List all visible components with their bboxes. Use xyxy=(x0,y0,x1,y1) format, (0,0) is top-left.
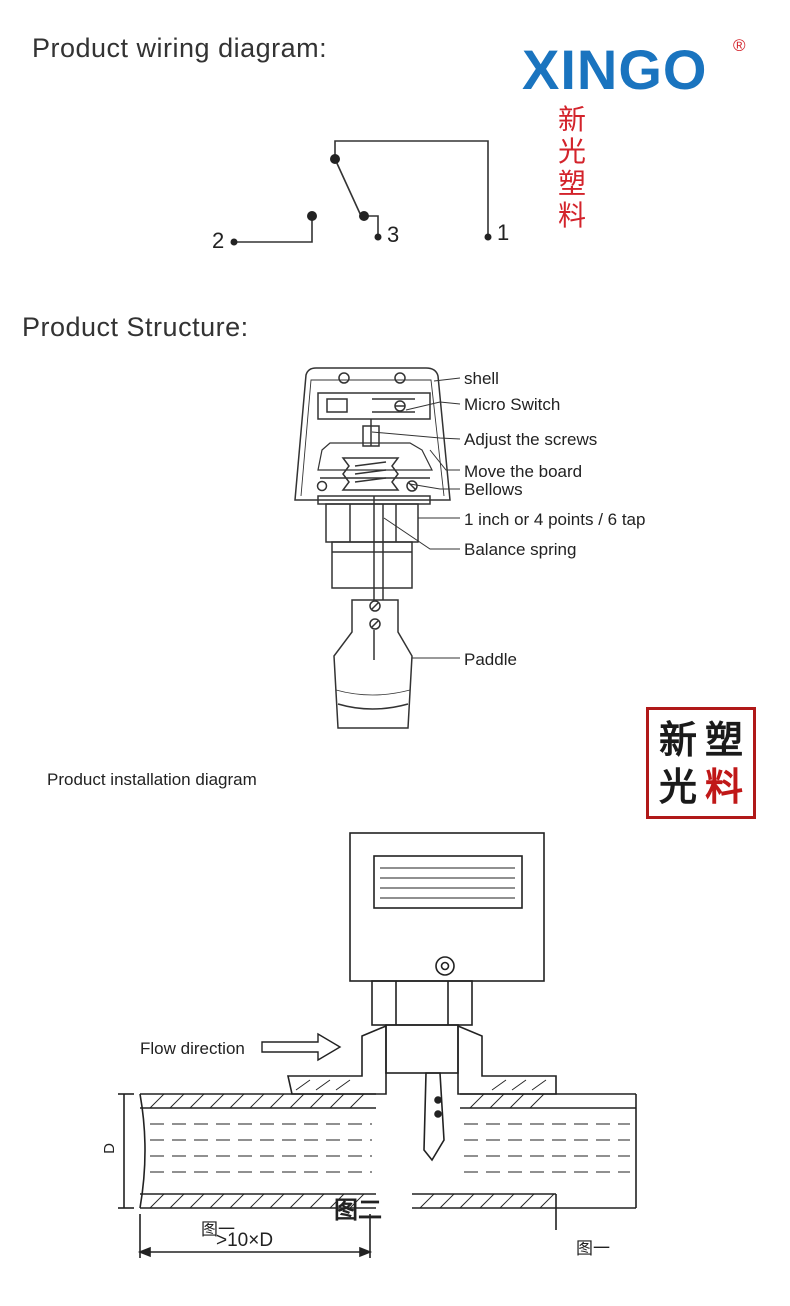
label-tap-size: 1 inch or 4 points / 6 tap xyxy=(464,510,646,529)
figure-2-label: 图二 xyxy=(334,1196,382,1224)
label-micro-switch: Micro Switch xyxy=(464,395,561,414)
seal-char-2: 塑 xyxy=(704,716,743,762)
label-adjust-screws: Adjust the screws xyxy=(464,430,598,449)
registered-mark: ® xyxy=(733,36,746,55)
structure-title: Product Structure: xyxy=(22,312,249,342)
terminal-2-dot xyxy=(230,238,238,246)
contact-common xyxy=(330,154,340,164)
tee-left-shape xyxy=(287,1024,387,1095)
flow-direction-label: Flow direction xyxy=(140,1039,245,1058)
wiring-diagram xyxy=(235,140,489,243)
nameplate-shape xyxy=(373,855,523,909)
wire-terminal-1 xyxy=(334,140,489,236)
wiring-diagram-title: Product wiring diagram: xyxy=(32,33,328,63)
micro-switch-shape xyxy=(317,392,431,420)
label-balance-spring: Balance spring xyxy=(464,540,577,559)
label-move-board: Move the board xyxy=(464,462,583,481)
contact-nc xyxy=(307,211,317,221)
hex-nut-shape xyxy=(371,980,473,1026)
contact-no xyxy=(359,211,369,221)
structure-leaders xyxy=(371,377,461,659)
installation-drawing xyxy=(118,832,637,1258)
figure-1-right-label: 图一 xyxy=(576,1239,610,1258)
tee-right-shape xyxy=(457,1024,557,1095)
terminal-1-label: 1 xyxy=(497,220,510,245)
logo-chinese-name: 新光塑料 xyxy=(558,103,599,232)
wire-terminal-2 xyxy=(235,216,313,243)
wiring-contacts xyxy=(230,154,492,246)
installation-title: Product installation diagram xyxy=(47,770,257,789)
seal-char-4: 料 xyxy=(704,763,743,809)
terminal-2-label: 2 xyxy=(212,228,225,253)
terminal-1-dot xyxy=(484,233,492,241)
hex-fitting-shape xyxy=(325,503,419,543)
company-seal: 新 塑 光 料 xyxy=(646,707,756,819)
distance-label: >10×D xyxy=(216,1230,274,1251)
label-bellows: Bellows xyxy=(464,480,523,499)
seal-char-1: 新 xyxy=(658,716,697,762)
flow-arrow-shape xyxy=(261,1032,342,1062)
paddle-shape xyxy=(333,599,413,729)
label-shell: shell xyxy=(464,369,499,388)
logo-wordmark: XINGO xyxy=(522,38,708,101)
switch-blade xyxy=(334,158,363,219)
label-paddle: Paddle xyxy=(464,650,517,669)
figure-1-left-label: 图一 xyxy=(201,1220,235,1239)
bellows-shape xyxy=(341,457,400,491)
structure-drawing xyxy=(294,367,451,729)
diameter-label: D xyxy=(100,1143,118,1154)
terminal-3-dot xyxy=(374,233,382,241)
shell-outline xyxy=(294,367,451,501)
terminal-3-label: 3 xyxy=(387,222,400,247)
seal-char-3: 光 xyxy=(658,763,697,809)
